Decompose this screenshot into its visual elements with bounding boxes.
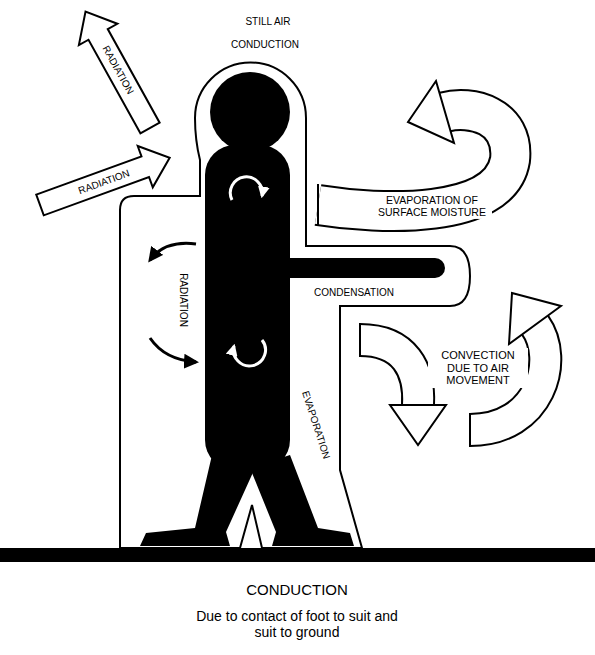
arrow-tail (317, 184, 319, 226)
radiation-arrow (66, 1, 169, 139)
arm (280, 258, 445, 278)
head (210, 72, 290, 152)
arrow-tail (359, 323, 361, 357)
arrow-label: EVAPORATION OF SURFACE MOISTURE (372, 193, 492, 219)
region-label: CONDUCTION (229, 38, 301, 52)
caption-text: Due to contact of foot to suit and suit … (190, 607, 404, 641)
process-label: RADIATION (176, 271, 190, 329)
convection-arrow (360, 340, 418, 405)
circulation-arrow (230, 177, 262, 200)
left-leg (140, 455, 255, 546)
radiation-arrow (32, 137, 177, 226)
right-leg (250, 455, 354, 546)
process-label: CONDENSATION (312, 286, 396, 300)
radiation-arrow (150, 338, 196, 362)
caption-heading: CONDUCTION (244, 580, 350, 599)
convection-arrow-head (390, 405, 446, 445)
suit-outline (120, 63, 470, 549)
radiation-arrow (150, 243, 196, 260)
convection-arrow-head (509, 293, 561, 344)
convection-arrow (360, 340, 418, 405)
evaporation-arrow-head (408, 81, 454, 143)
arrow-tail (469, 413, 471, 447)
region-label: STILL AIR (243, 15, 292, 29)
arrow-label: CONVECTION DUE TO AIR MOVEMENT (428, 348, 528, 388)
torso (205, 145, 290, 470)
ground-bar (0, 548, 595, 562)
circulation-arrow (233, 340, 265, 366)
